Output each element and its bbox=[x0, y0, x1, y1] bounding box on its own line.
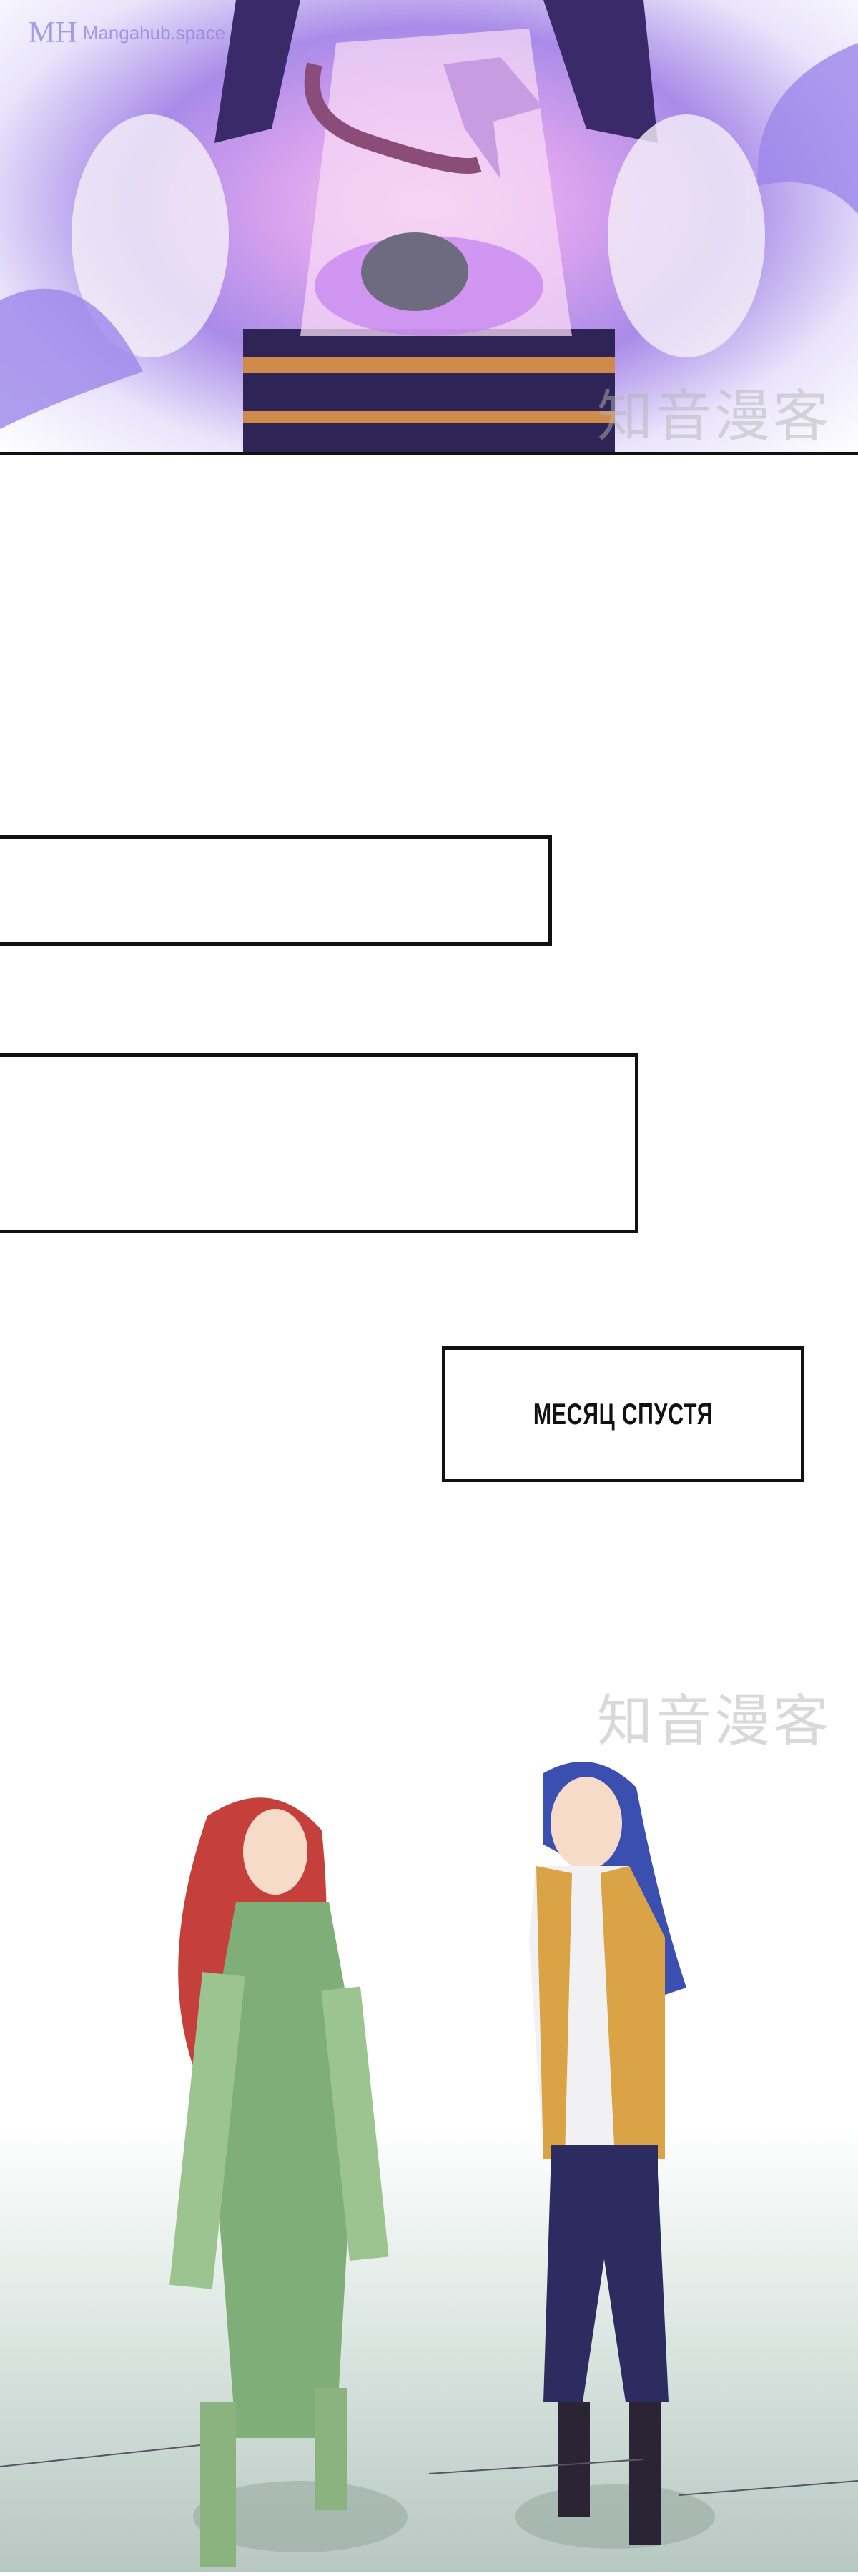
moth bbox=[443, 57, 543, 179]
panel-border bbox=[0, 452, 858, 455]
centipede bbox=[304, 62, 482, 174]
ritual-illustration bbox=[0, 0, 858, 455]
characters-illustration bbox=[0, 1762, 858, 2567]
caption-text: МЕСЯЦ СПУСТЯ bbox=[533, 1397, 714, 1431]
watermark-site: Mangahub.space bbox=[82, 21, 226, 44]
watermark-cn-top: 知音漫客 bbox=[597, 385, 832, 449]
caption-box: МЕСЯЦ СПУСТЯ bbox=[442, 1346, 804, 1482]
mh-logo-icon: MH bbox=[29, 16, 77, 49]
woman-character bbox=[169, 1797, 389, 2567]
watermark-logo: MH Mangahub.space bbox=[29, 16, 225, 50]
toad bbox=[361, 232, 468, 311]
watermark-cn-mid: 知音漫客 bbox=[597, 1689, 832, 1754]
comic-panel-ritual: MH Mangahub.space 知音漫客 bbox=[0, 0, 858, 455]
empty-speech-box-1 bbox=[0, 835, 552, 946]
empty-speech-box-2 bbox=[0, 1053, 638, 1233]
comic-panel-characters bbox=[0, 1759, 858, 2572]
man-character bbox=[529, 1762, 686, 2545]
